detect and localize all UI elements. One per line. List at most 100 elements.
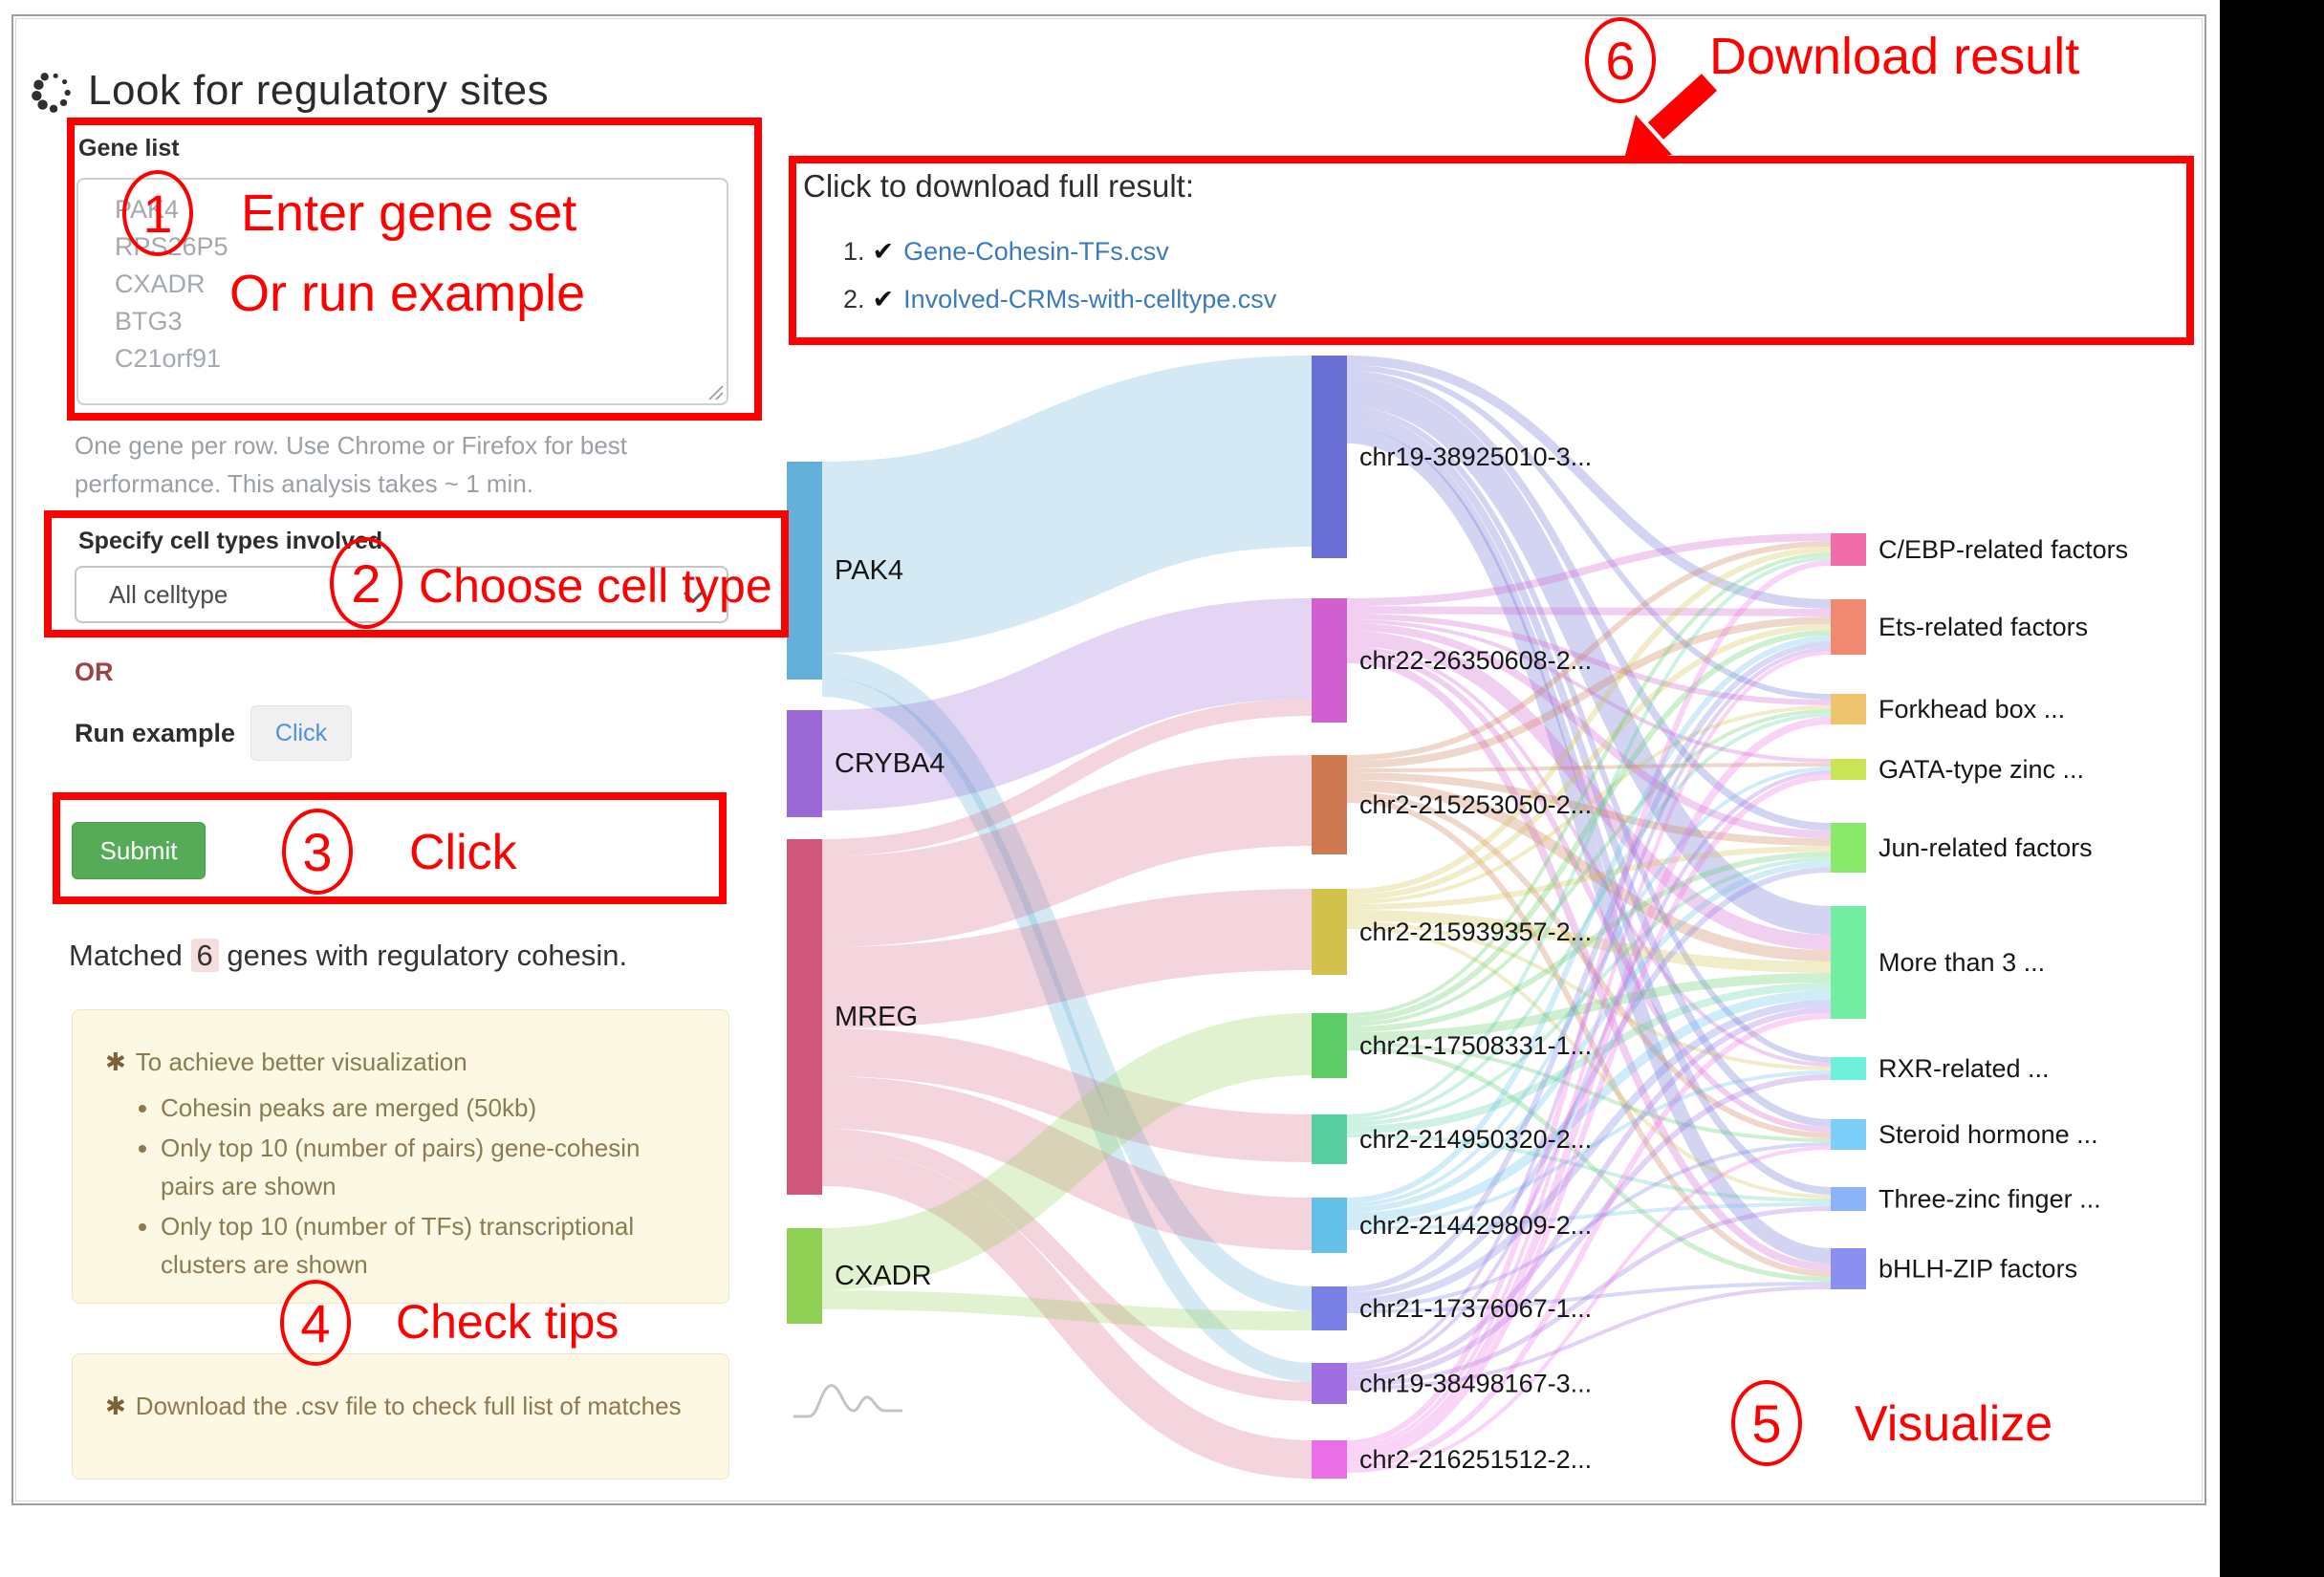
- sankey-link-MREG-c2e[interactable]: [821, 1148, 1313, 1479]
- sankey-link-PAK4-c19a[interactable]: [820, 356, 1314, 653]
- sankey-link-c2d-f2[interactable]: [1346, 636, 1832, 1203]
- sankey-link-PAK4-c19b[interactable]: [821, 678, 1313, 1382]
- sankey-link-c2d-f7[interactable]: [1346, 1070, 1832, 1226]
- sankey-link-c19a-f7[interactable]: [1346, 407, 1832, 1063]
- sankey-link-c21b-f2[interactable]: [1346, 641, 1832, 1292]
- sankey-link-c22-f2[interactable]: [1346, 606, 1832, 616]
- sankey-link-c2a-f5[interactable]: [1346, 772, 1832, 846]
- sankey-link-c21a-f1[interactable]: [1346, 552, 1832, 1017]
- textarea-resize-icon[interactable]: [707, 384, 725, 401]
- download-link-involved-crms[interactable]: Involved-CRMs-with-celltype.csv: [903, 285, 1277, 313]
- sankey-link-c2b-f2[interactable]: [1346, 624, 1832, 900]
- sankey-link-c21a-f2[interactable]: [1346, 630, 1832, 1023]
- sankey-link-CRYBA4-c22[interactable]: [821, 598, 1313, 810]
- sankey-link-CXADR-c21b[interactable]: [821, 1290, 1313, 1330]
- sankey-link-MREG-c2d[interactable]: [821, 1076, 1313, 1250]
- sankey-link-c22-f5[interactable]: [1346, 623, 1832, 838]
- sankey-link-c22-f8[interactable]: [1346, 650, 1832, 1133]
- sankey-link-c21a-f5[interactable]: [1346, 852, 1832, 1032]
- sankey-node-f8[interactable]: [1831, 1119, 1866, 1150]
- sankey-link-MREG-c2b[interactable]: [821, 889, 1313, 1028]
- sankey-link-c22-f6[interactable]: [1346, 631, 1832, 950]
- sankey-link-c2d-f4[interactable]: [1346, 767, 1832, 1207]
- sankey-link-c2a-f8[interactable]: [1346, 791, 1832, 1138]
- sankey-node-c2e[interactable]: [1312, 1440, 1347, 1479]
- sankey-link-c2d-f6[interactable]: [1346, 990, 1832, 1222]
- sankey-node-c19b[interactable]: [1312, 1363, 1347, 1404]
- sankey-link-c19a-f2[interactable]: [1346, 356, 1832, 609]
- sankey-link-c21a-f6[interactable]: [1346, 973, 1832, 1042]
- sankey-node-c21b[interactable]: [1312, 1286, 1347, 1330]
- sankey-node-f1[interactable]: [1831, 533, 1866, 566]
- sankey-link-c2c-f9[interactable]: [1346, 1134, 1832, 1202]
- sankey-link-c19a-f9[interactable]: [1346, 421, 1832, 1195]
- sankey-link-c2b-f6[interactable]: [1346, 910, 1832, 973]
- sankey-link-c21b-f5[interactable]: [1346, 867, 1832, 1298]
- sankey-link-c22-f7[interactable]: [1346, 646, 1832, 1067]
- sankey-link-c19a-f5[interactable]: [1346, 371, 1832, 831]
- run-example-button[interactable]: Click: [250, 705, 352, 761]
- sankey-link-c2b-f5[interactable]: [1346, 846, 1832, 910]
- sankey-link-c2a-f4[interactable]: [1346, 763, 1832, 772]
- sankey-link-c22-f1[interactable]: [1346, 533, 1832, 606]
- sankey-node-f4[interactable]: [1831, 759, 1866, 780]
- sankey-node-f10[interactable]: [1831, 1248, 1866, 1289]
- sankey-link-c2e-f4[interactable]: [1346, 774, 1832, 1463]
- gene-list-textarea[interactable]: PAK4 RPS26P5 CXADR BTG3 C21orf91: [76, 178, 728, 405]
- sankey-link-c19a-f8[interactable]: [1346, 413, 1832, 1127]
- sankey-node-c2c[interactable]: [1312, 1114, 1347, 1164]
- sankey-link-c2a-f1[interactable]: [1346, 541, 1832, 761]
- sankey-link-c19a-f6[interactable]: [1346, 378, 1832, 935]
- sankey-link-c21b-f10[interactable]: [1346, 1282, 1832, 1313]
- sankey-link-c2c-f3[interactable]: [1346, 713, 1832, 1122]
- sankey-node-f3[interactable]: [1831, 694, 1866, 724]
- sankey-node-f2[interactable]: [1831, 599, 1866, 655]
- sankey-node-c21a[interactable]: [1312, 1013, 1347, 1078]
- sankey-link-c2b-f7[interactable]: [1346, 921, 1832, 1070]
- sankey-node-f5[interactable]: [1831, 823, 1866, 873]
- sankey-link-c2e-f8[interactable]: [1346, 1146, 1832, 1473]
- sankey-link-PAK4-c21b[interactable]: [821, 653, 1313, 1311]
- sankey-node-c2d[interactable]: [1312, 1198, 1347, 1253]
- sankey-link-MREG-c2a[interactable]: [821, 755, 1313, 947]
- sankey-node-c2a[interactable]: [1312, 755, 1347, 854]
- celltype-select[interactable]: All celltype: [75, 566, 728, 623]
- sankey-link-c19b-f2[interactable]: [1346, 647, 1832, 1367]
- sankey-link-c2b-f3[interactable]: [1346, 705, 1832, 904]
- sankey-link-c21a-f3[interactable]: [1346, 709, 1832, 1026]
- sankey-link-c21b-f8[interactable]: [1346, 1142, 1832, 1309]
- sankey-link-c19a-f3[interactable]: [1346, 365, 1832, 700]
- sankey-link-MREG-c19b[interactable]: [821, 1129, 1313, 1401]
- sankey-link-c19b-f10[interactable]: [1346, 1285, 1832, 1391]
- sankey-link-c2b-f1[interactable]: [1346, 547, 1832, 895]
- sankey-link-MREG-c2c[interactable]: [821, 1028, 1313, 1162]
- sankey-link-c2a-f2[interactable]: [1346, 616, 1832, 768]
- sankey-link-c2e-f2[interactable]: [1346, 651, 1832, 1450]
- sankey-link-c19b-f7[interactable]: [1346, 1074, 1832, 1382]
- sankey-node-f9[interactable]: [1831, 1187, 1866, 1211]
- sankey-link-c2d-f9[interactable]: [1346, 1202, 1832, 1230]
- sankey-link-c2d-f5[interactable]: [1346, 861, 1832, 1213]
- sankey-link-c2e-f6[interactable]: [1346, 1013, 1832, 1469]
- sankey-node-c2b[interactable]: [1312, 889, 1347, 975]
- sankey-node-f7[interactable]: [1831, 1057, 1866, 1080]
- sankey-link-c2c-f5[interactable]: [1346, 857, 1832, 1126]
- sankey-link-c2b-f9[interactable]: [1346, 925, 1832, 1199]
- submit-button[interactable]: Submit: [72, 822, 206, 879]
- sankey-node-CXADR[interactable]: [787, 1228, 822, 1324]
- sankey-link-c21a-f10[interactable]: [1346, 1046, 1832, 1282]
- sankey-node-PAK4[interactable]: [787, 462, 822, 680]
- sankey-node-c19a[interactable]: [1312, 356, 1347, 558]
- sankey-node-f6[interactable]: [1831, 906, 1866, 1019]
- sankey-link-c2a-f6[interactable]: [1346, 780, 1832, 961]
- sankey-link-MREG-c22[interactable]: [821, 699, 1313, 856]
- sankey-link-c19a-f10[interactable]: [1346, 428, 1832, 1264]
- sankey-link-c2c-f1[interactable]: [1346, 556, 1832, 1118]
- sankey-link-c22-f4[interactable]: [1346, 619, 1832, 763]
- sankey-link-c19b-f4[interactable]: [1346, 770, 1832, 1371]
- download-link-gene-cohesin-tfs[interactable]: Gene-Cohesin-TFs.csv: [903, 237, 1169, 266]
- sankey-link-c2c-f6[interactable]: [1346, 983, 1832, 1134]
- sankey-link-c22-f10[interactable]: [1346, 656, 1832, 1271]
- sankey-link-c21b-f6[interactable]: [1346, 1000, 1832, 1306]
- sankey-link-c19b-f6[interactable]: [1346, 1007, 1832, 1376]
